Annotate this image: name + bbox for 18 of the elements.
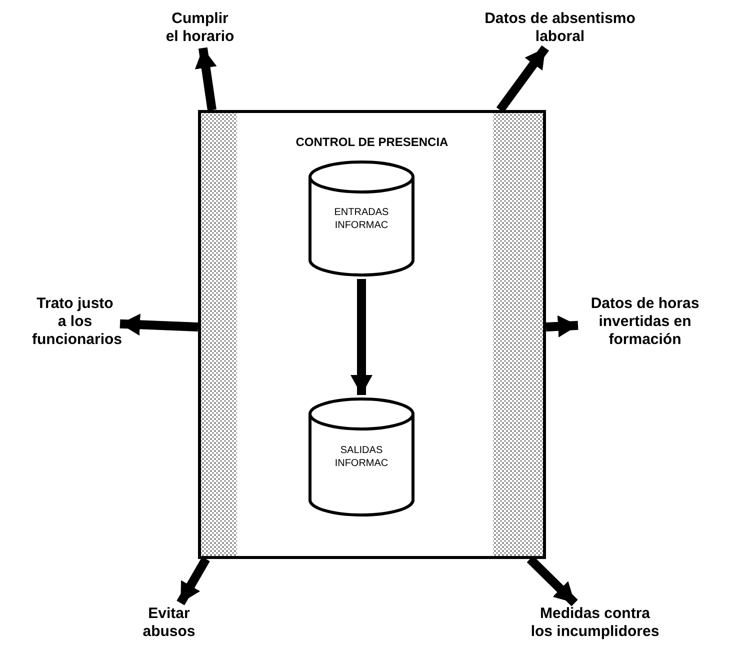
arrow: [546, 315, 578, 338]
outcome-label: Cumplir el horario: [164, 10, 236, 46]
system-box: [198, 110, 546, 559]
system-title: CONTROL DE PRESENCIA: [294, 135, 450, 149]
arrow: [350, 279, 372, 395]
outcome-label: Datos de absentismo laboral: [470, 10, 650, 46]
stippled-band: [493, 113, 543, 556]
arrow: [496, 45, 549, 113]
database-cylinder: ENTRADAS INFORMAC: [308, 160, 415, 277]
arrow: [120, 314, 198, 336]
arrow: [176, 556, 210, 606]
arrow: [526, 556, 578, 606]
outcome-label: Evitar abusos: [138, 605, 200, 641]
arrow: [194, 47, 217, 111]
outcome-label: Medidas contra los incumplidores: [530, 605, 660, 641]
stippled-band: [201, 113, 237, 556]
outcome-label: Datos de horas invertidas en formación: [580, 295, 710, 349]
database-cylinder: SALIDAS INFORMAC: [308, 397, 415, 517]
